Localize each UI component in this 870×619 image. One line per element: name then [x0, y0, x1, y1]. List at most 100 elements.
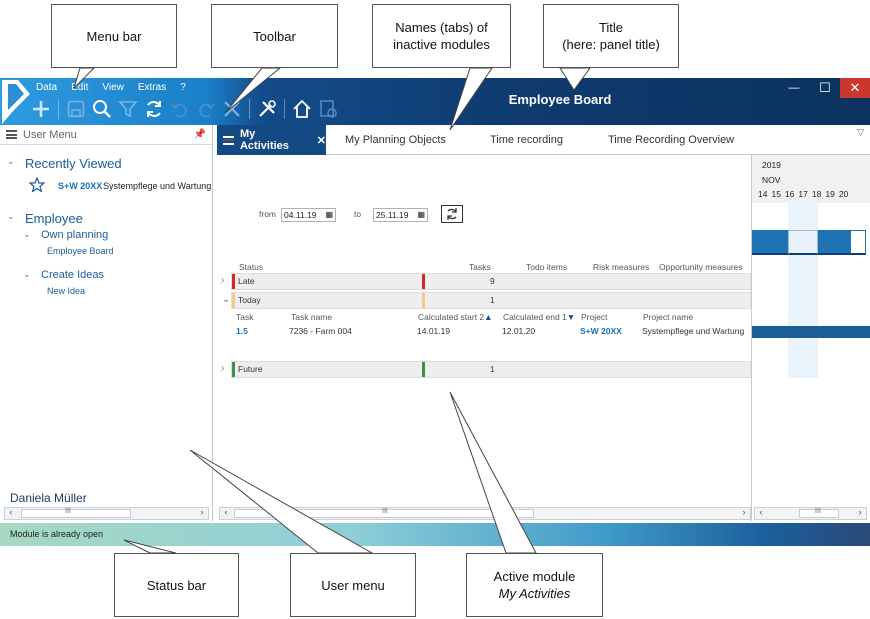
group-row-late[interactable]: Late 9 [231, 273, 751, 290]
to-date-field[interactable]: 25.11.19 ▦ [373, 208, 428, 222]
own-planning-item[interactable]: Own planning [41, 229, 109, 241]
save-icon[interactable] [65, 98, 87, 120]
calendar-icon[interactable]: ▦ [417, 210, 425, 219]
tab-my-planning-objects[interactable]: My Planning Objects [345, 134, 446, 146]
collapse-icon[interactable]: ⌄ [222, 294, 231, 305]
chevron-down-icon[interactable]: ⌄ [7, 211, 15, 221]
recently-viewed-heading[interactable]: Recently Viewed [25, 156, 122, 171]
from-date-field[interactable]: 04.11.19 ▦ [281, 208, 336, 222]
scroll-thumb[interactable] [21, 509, 131, 518]
report-icon[interactable] [317, 98, 339, 120]
callout-status-bar: Status bar [114, 553, 239, 617]
menu-edit[interactable]: Edit [71, 82, 89, 93]
col-opportunity[interactable]: Opportunity measures [659, 262, 743, 272]
gantt-scrollbar[interactable]: ‹ III › [754, 507, 867, 520]
callout-title: Title (here: panel title) [543, 4, 679, 68]
col-risk[interactable]: Risk measures [593, 262, 650, 272]
menu-extras[interactable]: Extras [137, 82, 167, 93]
recent-item-name[interactable]: Systempflege und Wartung [103, 181, 212, 191]
scroll-right-icon[interactable]: › [742, 507, 746, 517]
menu-data[interactable]: Data [36, 82, 58, 93]
chevron-down-icon[interactable]: ⌄ [7, 156, 15, 166]
from-date-value: 04.11.19 [284, 210, 317, 220]
menu-help[interactable]: ? [180, 82, 186, 93]
add-icon[interactable] [30, 98, 52, 120]
scroll-right-icon[interactable]: › [200, 507, 204, 517]
tab-time-recording-overview[interactable]: Time Recording Overview [608, 134, 735, 146]
gantt-bar-late[interactable] [788, 230, 818, 255]
chevron-down-icon[interactable]: ⌄ [23, 229, 31, 239]
undo-icon[interactable] [169, 98, 191, 120]
new-idea-link[interactable]: New Idea [47, 286, 86, 296]
scroll-thumb[interactable] [799, 509, 839, 518]
filter-icon[interactable] [117, 98, 139, 120]
scroll-thumb-grip: III [382, 508, 388, 515]
project-code[interactable]: S+W 20XX [580, 326, 622, 336]
late-status-marker [422, 274, 425, 289]
scroll-right-icon[interactable]: › [858, 507, 862, 517]
col-calc-end-label: Calculated end 1 [503, 312, 567, 322]
scroll-left-icon[interactable]: ‹ [9, 507, 13, 517]
group-row-future[interactable]: Future 1 [231, 361, 751, 378]
window-title: Employee Board [508, 92, 612, 107]
sort-asc-icon[interactable]: ▲ [484, 312, 493, 322]
col-calc-start[interactable]: Calculated start 2▲ [418, 312, 493, 322]
logo-icon [2, 80, 30, 124]
pin-icon[interactable]: 📌 [193, 129, 206, 140]
close-button[interactable]: ✕ [840, 78, 870, 98]
hamburger-icon[interactable] [223, 135, 234, 145]
expand-icon[interactable]: › [221, 363, 225, 374]
scroll-thumb-grip: III [65, 508, 71, 515]
col-status[interactable]: Status [239, 262, 264, 272]
scroll-left-icon[interactable]: ‹ [224, 507, 228, 517]
scroll-thumb[interactable] [234, 509, 534, 518]
home-icon[interactable] [291, 98, 313, 120]
col-project[interactable]: Project [581, 312, 608, 322]
gantt-bar-task[interactable] [752, 326, 870, 338]
gantt-bar-late[interactable] [752, 230, 788, 255]
menu-view[interactable]: View [102, 82, 124, 93]
redo-icon[interactable] [195, 98, 217, 120]
star-icon[interactable] [29, 177, 45, 192]
gantt-bar-late[interactable] [850, 230, 866, 255]
refresh-icon[interactable] [143, 98, 165, 120]
cancel-icon[interactable] [221, 98, 243, 120]
col-task[interactable]: Task [236, 312, 254, 322]
scroll-left-icon[interactable]: ‹ [759, 507, 763, 517]
gantt-day: 17 [798, 189, 808, 199]
col-calc-end[interactable]: Calculated end 1▼ [503, 312, 575, 322]
col-tasks[interactable]: Tasks [469, 262, 491, 272]
employee-board-link[interactable]: Employee Board [47, 246, 114, 256]
col-todo[interactable]: Todo items [526, 262, 568, 272]
search-icon[interactable] [91, 98, 113, 120]
maximize-button[interactable]: ☐ [819, 80, 831, 95]
recent-item-code[interactable]: S+W 20XX [58, 181, 103, 191]
tab-my-activities[interactable]: My Activities ✕ [217, 125, 326, 155]
chevron-down-icon[interactable]: ⌄ [23, 269, 31, 279]
gantt-panel: 2019 NOV 14 15 16 17 18 19 20 ‹ III › [752, 155, 870, 521]
calendar-icon[interactable]: ▦ [325, 210, 333, 219]
gantt-bar-late[interactable] [818, 230, 850, 255]
refresh-button[interactable] [441, 205, 463, 223]
task-id[interactable]: 1.5 [236, 326, 248, 336]
content-scrollbar[interactable]: ‹ III › [219, 507, 751, 520]
tools-icon[interactable] [256, 98, 278, 120]
user-menu-scrollbar[interactable]: ‹ III › [4, 507, 209, 520]
hamburger-icon[interactable] [6, 130, 17, 139]
group-label: Today [238, 295, 261, 305]
employee-heading[interactable]: Employee [25, 211, 83, 226]
tab-time-recording[interactable]: Time recording [490, 134, 563, 146]
col-task-name[interactable]: Task name [291, 312, 333, 322]
minimize-button[interactable]: — [788, 82, 800, 94]
tab-overflow-icon[interactable]: ▽ [857, 127, 864, 137]
col-project-name[interactable]: Project name [643, 312, 694, 322]
table-row[interactable]: 1.5 7236 - Farm 004 14.01.19 12.01.20 S+… [231, 324, 751, 339]
group-row-today[interactable]: Today 1 [231, 292, 751, 309]
callout-active-module: Active module My Activities [466, 553, 603, 617]
sort-desc-icon[interactable]: ▼ [566, 312, 576, 322]
tab-close-icon[interactable]: ✕ [316, 134, 326, 147]
expand-icon[interactable]: › [221, 275, 225, 286]
group-label: Future [238, 364, 263, 374]
create-ideas-item[interactable]: Create Ideas [41, 269, 104, 281]
toolbar [30, 98, 339, 120]
